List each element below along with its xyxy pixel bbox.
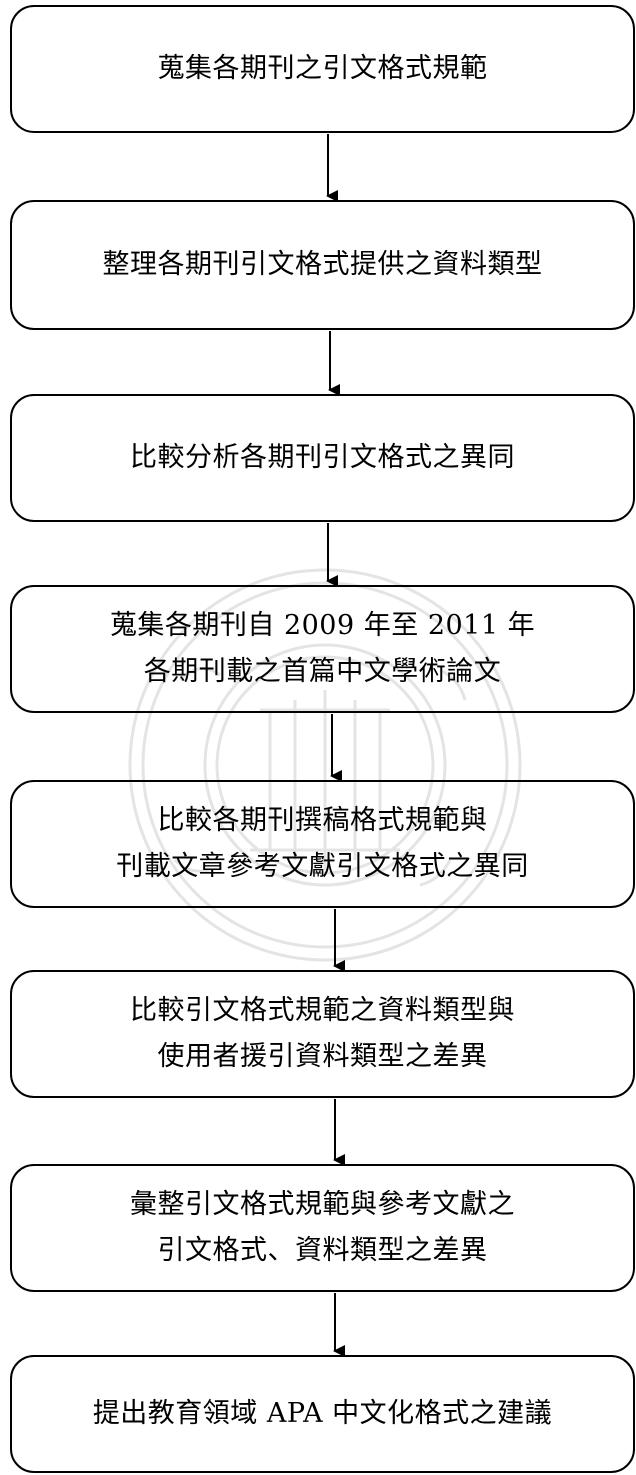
flow-step-1: 蒐集各期刊之引文格式規範 bbox=[10, 5, 635, 133]
flow-step-1-text: 蒐集各期刊之引文格式規範 bbox=[157, 53, 488, 84]
flow-step-4-line-2: 各期刊載之首篇中文學術論文 bbox=[143, 656, 502, 687]
flow-step-2: 整理各期刊引文格式提供之資料類型 bbox=[10, 200, 635, 330]
flow-step-6-line-2: 使用者援引資料類型之差異 bbox=[157, 1041, 488, 1072]
flow-step-6-line-1: 比較引文格式規範之資料類型與 bbox=[130, 995, 515, 1026]
flow-step-6: 比較引文格式規範之資料類型與 使用者援引資料類型之差異 bbox=[10, 970, 635, 1098]
flow-step-5: 比較各期刊撰稿格式規範與 刊載文章參考文獻引文格式之異同 bbox=[10, 780, 635, 908]
flow-step-7: 彙整引文格式規範與參考文獻之 引文格式、資料類型之差異 bbox=[10, 1164, 635, 1292]
flow-step-4: 蒐集各期刊自 2009 年至 2011 年 各期刊載之首篇中文學術論文 bbox=[10, 585, 635, 713]
flow-step-7-line-2: 引文格式、資料類型之差異 bbox=[157, 1235, 488, 1266]
flow-step-2-text: 整理各期刊引文格式提供之資料類型 bbox=[102, 249, 543, 280]
flow-step-8-text: 提出教育領域 APA 中文化格式之建議 bbox=[92, 1398, 553, 1429]
flow-step-3-text: 比較分析各期刊引文格式之異同 bbox=[130, 442, 515, 473]
flow-step-5-line-2: 刊載文章參考文獻引文格式之異同 bbox=[116, 851, 529, 882]
flow-step-8: 提出教育領域 APA 中文化格式之建議 bbox=[10, 1355, 635, 1473]
flow-step-3: 比較分析各期刊引文格式之異同 bbox=[10, 394, 635, 522]
flow-step-7-line-1: 彙整引文格式規範與參考文獻之 bbox=[130, 1189, 515, 1220]
flow-step-4-line-1: 蒐集各期刊自 2009 年至 2011 年 bbox=[109, 610, 536, 641]
flow-step-5-line-1: 比較各期刊撰稿格式規範與 bbox=[157, 805, 488, 836]
